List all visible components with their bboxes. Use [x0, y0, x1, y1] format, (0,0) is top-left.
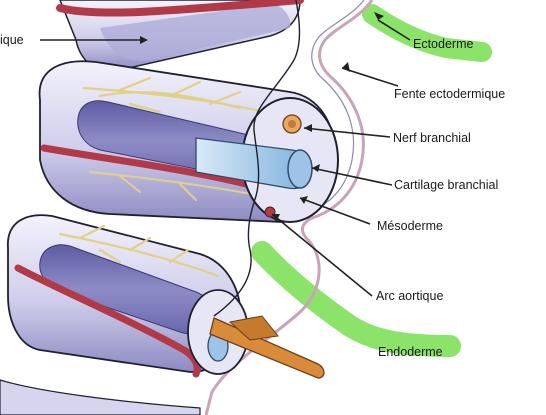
pointer-nerf — [303, 127, 391, 138]
top-arch-artery — [56, 0, 304, 17]
pointer-cartilage — [311, 167, 393, 186]
lower-arch-nerve — [58, 224, 220, 278]
label-cartilage: Cartilage branchial — [394, 178, 498, 192]
bottom-strip — [0, 379, 201, 415]
label-left-cut: ique — [0, 33, 24, 47]
pointer-fente — [341, 67, 399, 87]
pointer-arc — [271, 213, 373, 297]
orange-probe — [209, 317, 325, 379]
label-nerf: Nerf branchial — [393, 131, 471, 145]
cartilage-rod-end — [287, 149, 313, 189]
pointer-lines — [40, 19, 411, 297]
ectoderm-contour-inner — [303, 0, 365, 215]
ectoderm-contour — [204, 0, 374, 415]
pointer-ectoderme — [377, 19, 411, 41]
label-fente: Fente ectodermique — [394, 87, 505, 101]
top-arch-band — [100, 4, 291, 61]
endoderm-boundary — [213, 0, 301, 317]
endoderme-highlight — [251, 241, 461, 357]
nerve-section-core — [288, 120, 296, 128]
label-arc: Arc aortique — [376, 289, 443, 303]
middle-arch-nerve-lower — [89, 171, 263, 201]
lower-arch-artery — [14, 264, 201, 378]
label-endoderme: Endoderme — [378, 345, 443, 359]
middle-arch-nerve — [82, 76, 294, 120]
label-mesoderme: Mésoderme — [377, 219, 443, 233]
pointer-mesoderme — [299, 197, 371, 225]
pointer-heads — [140, 12, 384, 222]
orange-probe-clip — [228, 315, 279, 341]
ectoderme-highlight — [362, 4, 492, 62]
label-ectoderme: Ectoderme — [413, 37, 473, 51]
